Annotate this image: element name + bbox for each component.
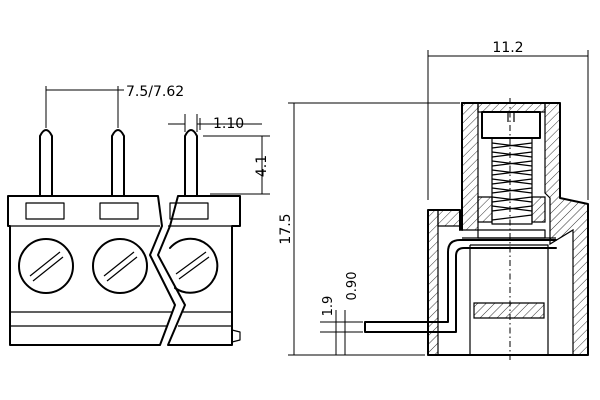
- depth-dimension: 11.2: [427, 40, 589, 200]
- housing-right-part: [157, 195, 241, 346]
- side-pin: [364, 239, 557, 333]
- pin-height-dimension: 4.1: [203, 135, 270, 195]
- pitch-label: 7.5/7.62: [126, 84, 184, 100]
- housing-inner-block-left: [461, 102, 479, 231]
- side-screw-head: [481, 111, 541, 139]
- clamp-plate: [473, 302, 545, 319]
- housing-front-step: [437, 209, 461, 227]
- pin-width-label: 1.10: [213, 116, 244, 132]
- total-height-dimension: 17.5: [278, 102, 460, 356]
- pin-1: [39, 129, 53, 197]
- pin-thickness-label: 0.90: [345, 272, 360, 301]
- side-outline: [427, 102, 589, 356]
- front-housing: [7, 195, 241, 346]
- front-screws: [18, 237, 219, 294]
- pin-3: [184, 129, 198, 197]
- front-pins: [39, 129, 198, 197]
- depth-label: 11.2: [492, 40, 523, 56]
- screw-2: [92, 238, 148, 294]
- pitch-dimension: 7.5/7.62: [45, 84, 184, 128]
- screw-seat-right: [531, 196, 546, 223]
- front-view: 7.5/7.62 1.10 4.1: [7, 84, 270, 346]
- pin-2: [111, 129, 125, 197]
- total-height-label: 17.5: [278, 213, 294, 244]
- pin-offset-dimension: 1.9 0.90: [320, 272, 363, 355]
- screw-seat-left: [477, 196, 493, 223]
- housing-front-wall: [427, 209, 439, 356]
- pin-height-label: 4.1: [254, 155, 270, 177]
- housing-back-wall: [544, 102, 589, 356]
- side-view: 11.2 17.5 1.9 0.90: [278, 40, 589, 360]
- screw-1: [18, 238, 74, 294]
- housing-left-part: [7, 195, 176, 346]
- side-screw-thread: [491, 137, 533, 225]
- screw-3: [169, 237, 219, 294]
- housing-inner-block-top: [477, 102, 546, 113]
- pin-offset-label: 1.9: [321, 296, 336, 317]
- pin-width-dimension: 1.10: [168, 114, 262, 132]
